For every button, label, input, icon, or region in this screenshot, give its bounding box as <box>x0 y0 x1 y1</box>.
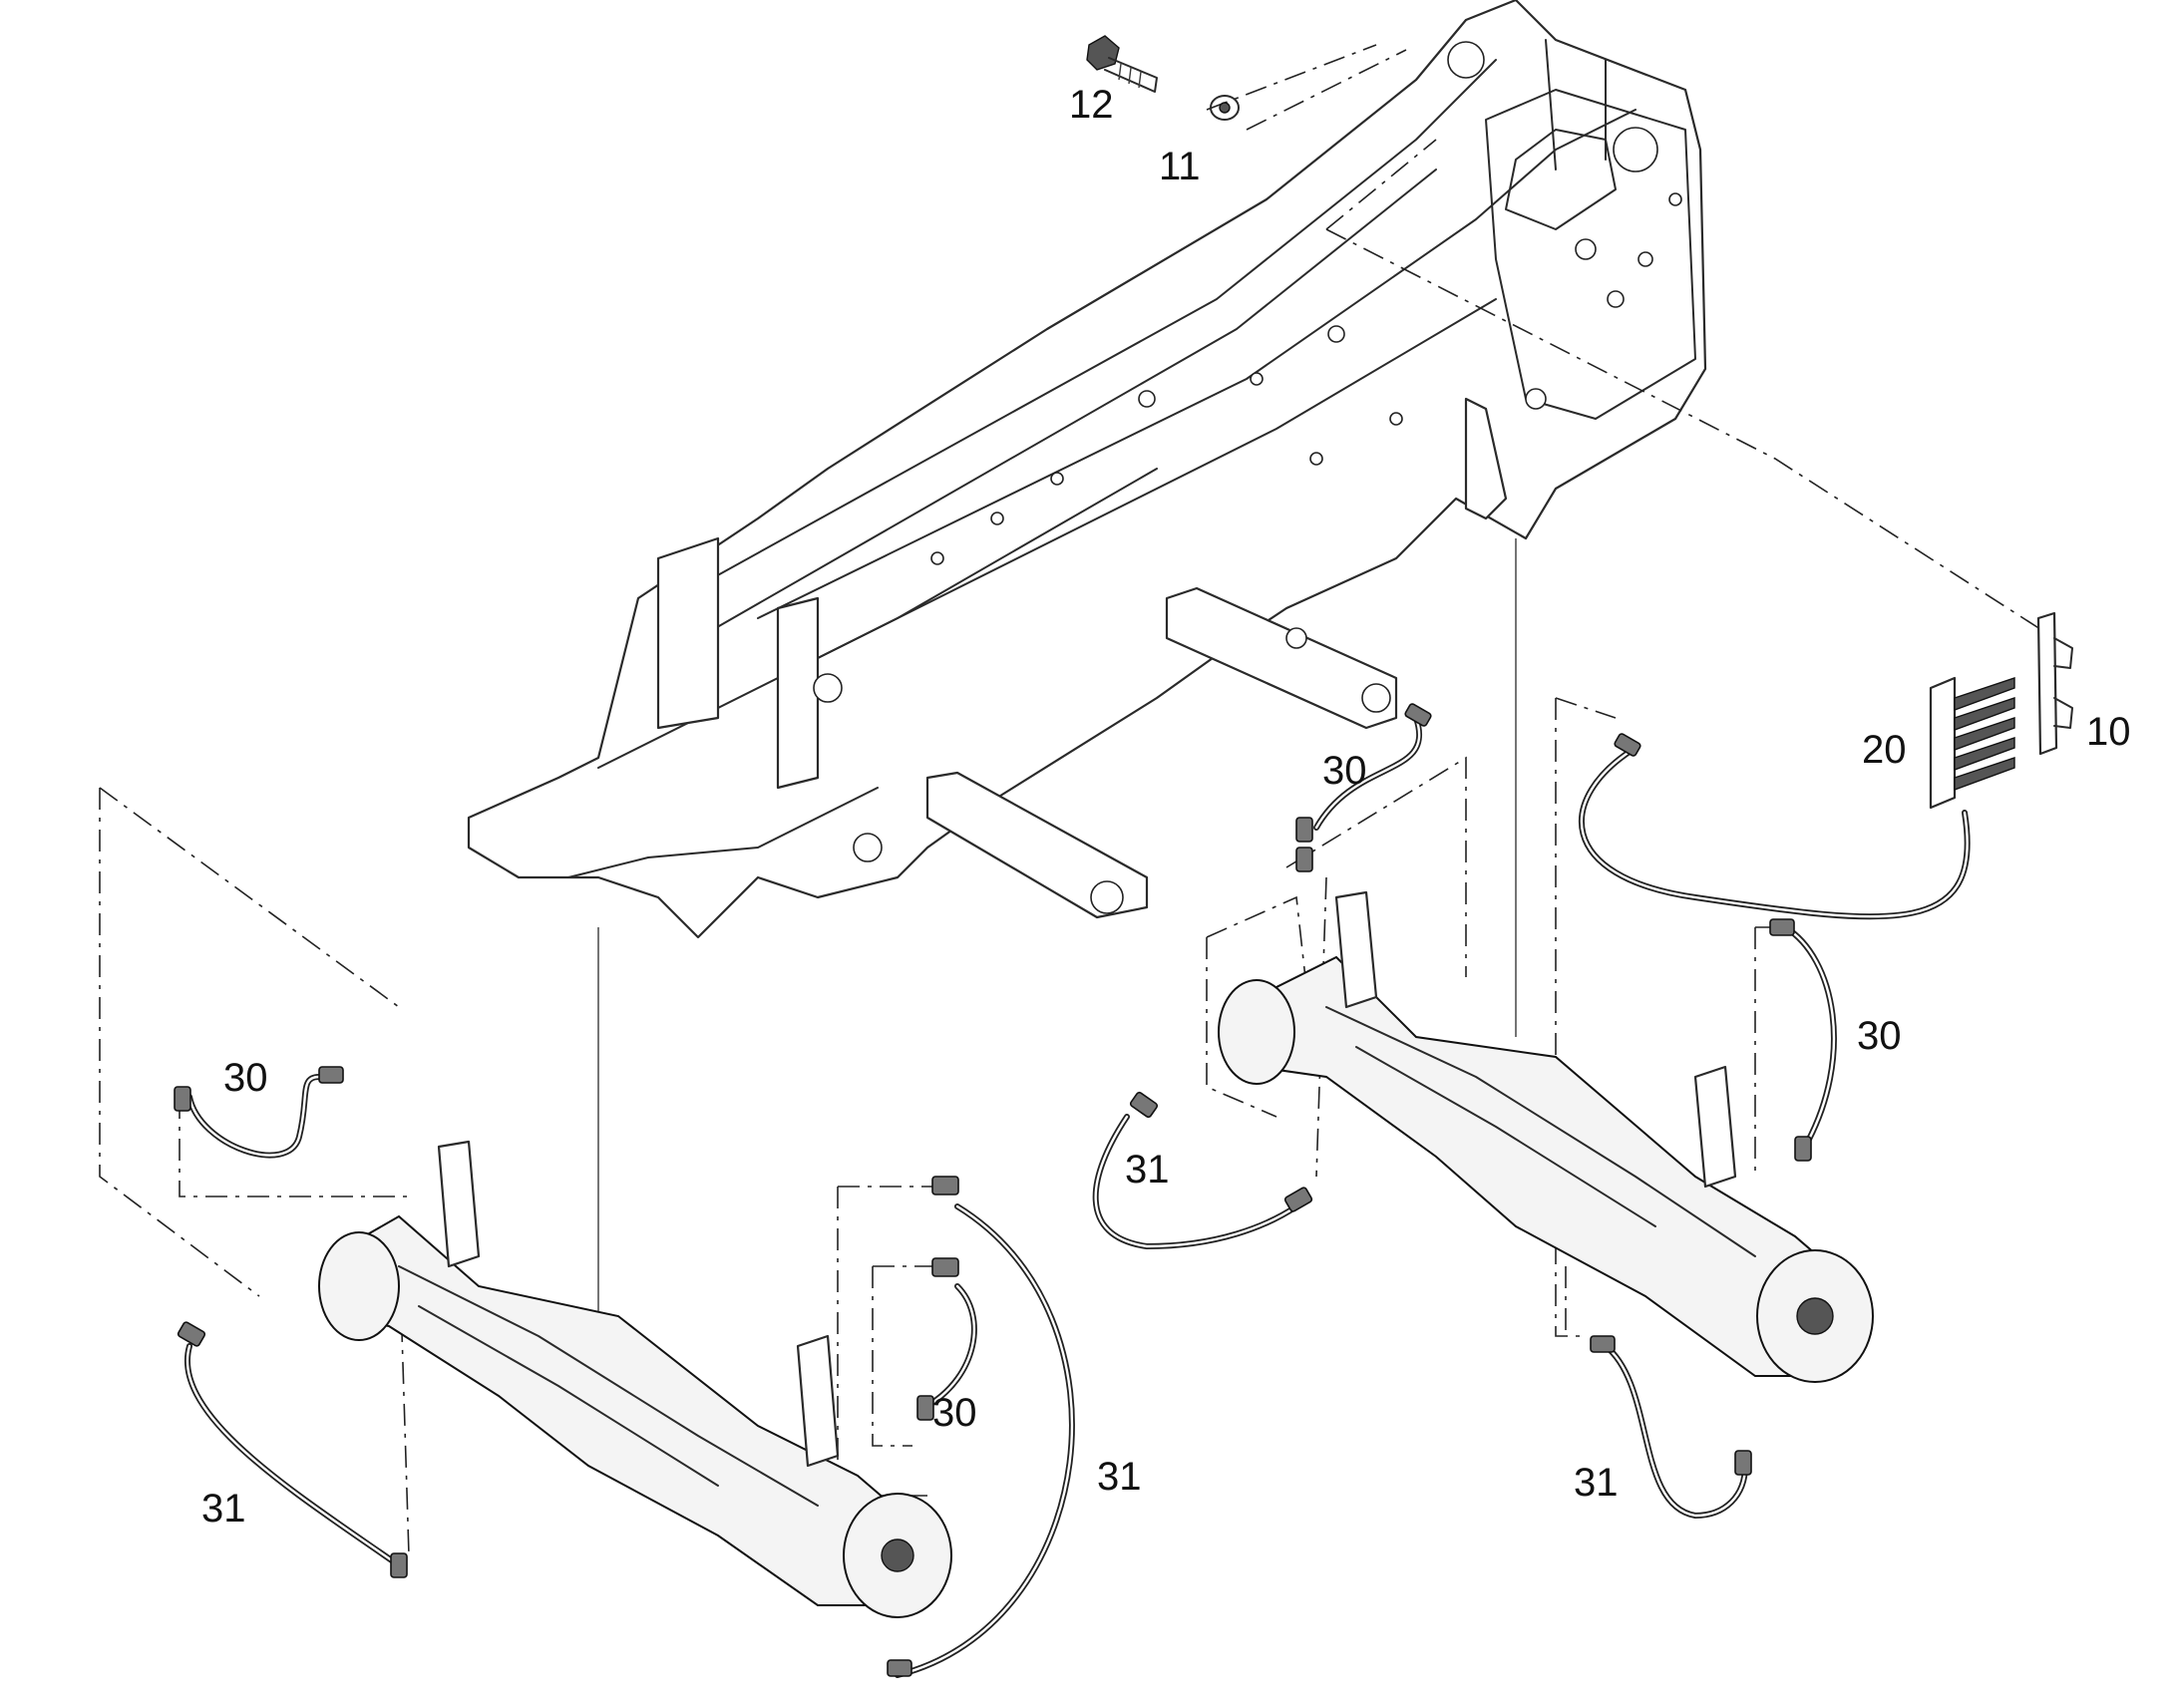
bolt-part <box>1086 35 1158 93</box>
hose-fittings <box>174 703 1812 1677</box>
callout-31-lower-mid: 31 <box>1097 1455 1142 1499</box>
right-axle-assembly <box>1218 890 1874 1383</box>
callout-30-lower-mid: 30 <box>932 1391 977 1435</box>
callout-20: 20 <box>1862 728 1907 772</box>
callout-31-left: 31 <box>201 1487 246 1531</box>
leader-lines <box>99 44 2055 1556</box>
callout-10: 10 <box>2086 710 2131 754</box>
part-callouts: 12 11 10 20 30 30 31 31 30 31 30 31 <box>201 83 2131 1531</box>
callout-30-right: 30 <box>1857 1014 1902 1058</box>
callout-30-upper: 30 <box>1322 749 1367 793</box>
hose-lines <box>184 715 1971 1678</box>
callout-11: 11 <box>1159 145 1201 188</box>
chassis-frame <box>467 0 1707 939</box>
hose-manifold-part <box>1929 676 2015 810</box>
washer-part <box>1210 95 1240 121</box>
callout-30-left: 30 <box>223 1056 268 1100</box>
left-axle-assembly <box>318 1140 952 1618</box>
callout-12: 12 <box>1069 83 1114 127</box>
callout-31-bottom-right: 31 <box>1574 1461 1619 1505</box>
mounting-bracket-part <box>2036 611 2073 756</box>
callout-31-mid: 31 <box>1125 1148 1170 1192</box>
